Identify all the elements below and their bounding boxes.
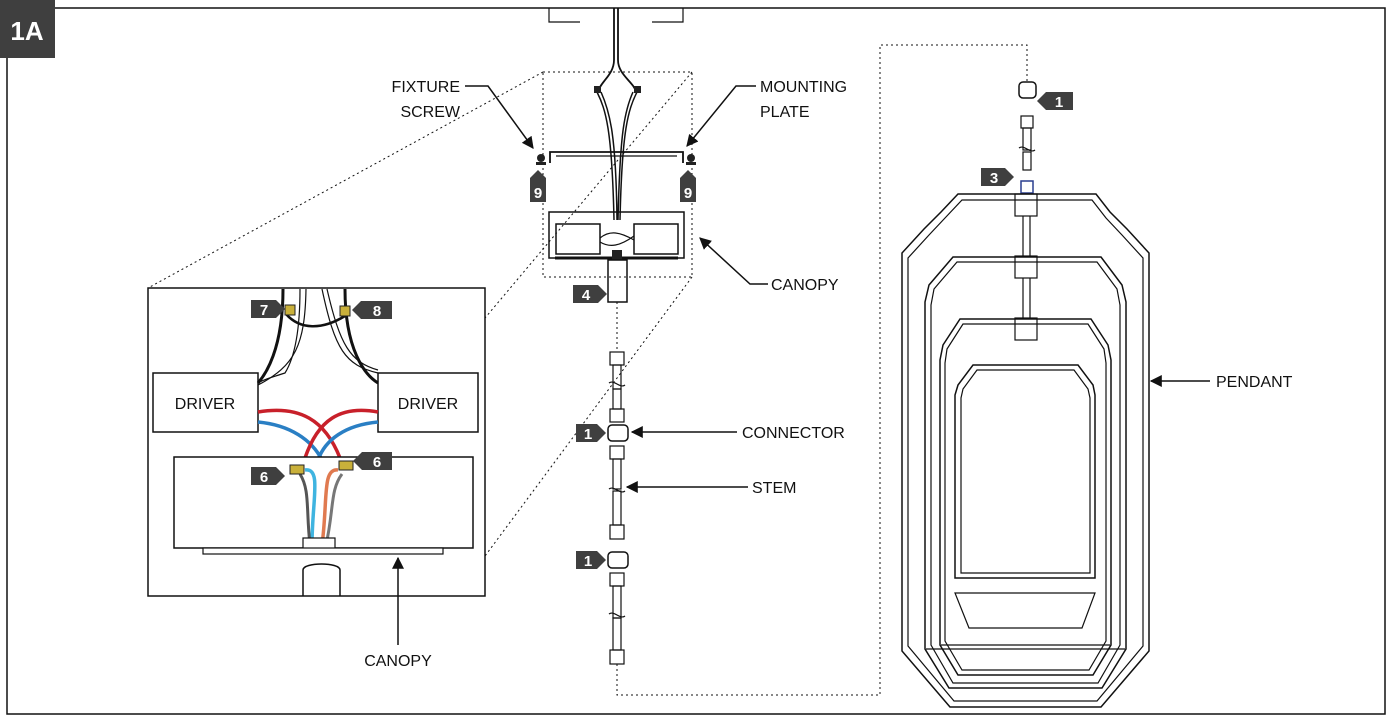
stem-top (1018, 115, 1036, 171)
stem-label: STEM (752, 480, 796, 497)
ceiling-wires (548, 8, 684, 221)
dotted-route (616, 44, 1028, 696)
tag-9-right: 9 (680, 170, 696, 202)
figure-badge: 1A (0, 0, 55, 58)
fixture-screw-right (686, 154, 696, 165)
mounting-plate (549, 151, 684, 163)
driver-left-label: DRIVER (175, 396, 235, 413)
tag-7: 7 (251, 300, 285, 319)
zoom-line (484, 71, 693, 319)
stem-coupler (1020, 180, 1034, 194)
svg-text:1: 1 (1055, 94, 1063, 111)
driver-left (152, 372, 259, 433)
svg-text:6: 6 (260, 469, 268, 486)
tag-1-connector: 1 (576, 424, 606, 443)
pendant-body (901, 193, 1150, 708)
tag-9-left: 9 (530, 170, 546, 202)
connector-label: CONNECTOR (742, 425, 845, 442)
connector-top (1018, 81, 1037, 99)
canopy-bottom-label: CANOPY (364, 653, 432, 670)
canopy-neck (607, 259, 628, 303)
tag-3: 3 (981, 168, 1014, 187)
stem-3 (608, 572, 626, 665)
svg-text:9: 9 (534, 185, 542, 202)
tag-6-right: 6 (353, 452, 392, 471)
tag-4: 4 (573, 285, 607, 304)
pendant-label: PENDANT (1216, 374, 1293, 391)
fixture-screw-left (536, 154, 546, 165)
zoom-box-top (542, 71, 693, 278)
tag-1-lower: 1 (576, 551, 606, 570)
tag-6-left: 6 (251, 467, 285, 486)
svg-text:7: 7 (260, 302, 268, 319)
svg-text:9: 9 (684, 185, 692, 202)
connector-2 (607, 551, 629, 569)
mounting-plate-label-2: PLATE (760, 104, 810, 121)
callout-fixture-screw (465, 85, 534, 149)
zoom-line (484, 276, 693, 557)
stem-1 (608, 351, 626, 423)
svg-text:6: 6 (373, 454, 381, 471)
connector-1 (607, 424, 629, 442)
driver-right (377, 372, 479, 433)
tag-8: 8 (352, 301, 392, 320)
callout-canopy-top (699, 237, 768, 285)
detail-canopy-neck (302, 563, 341, 596)
detail-canopy-plate (202, 547, 444, 555)
figure-id: 1A (10, 16, 43, 46)
tag-1-top: 1 (1037, 92, 1073, 111)
driver-right-label: DRIVER (398, 396, 458, 413)
mounting-plate-label-1: MOUNTING (760, 79, 847, 96)
fixture-screw-label-1: FIXTURE (392, 79, 460, 96)
callout-mounting-plate (686, 85, 756, 147)
zoom-line (147, 71, 544, 289)
svg-text:4: 4 (582, 287, 591, 304)
canopy-top-label: CANOPY (771, 277, 839, 294)
detail-color-wires (257, 408, 379, 461)
figure-frame (6, 7, 1386, 715)
canopy-top (548, 211, 685, 260)
stem-2 (608, 445, 626, 540)
svg-text:3: 3 (990, 170, 998, 187)
fixture-screw-label-2: SCREW (400, 104, 460, 121)
svg-text:1: 1 (584, 553, 592, 570)
svg-text:8: 8 (373, 303, 381, 320)
svg-text:1: 1 (584, 426, 592, 443)
